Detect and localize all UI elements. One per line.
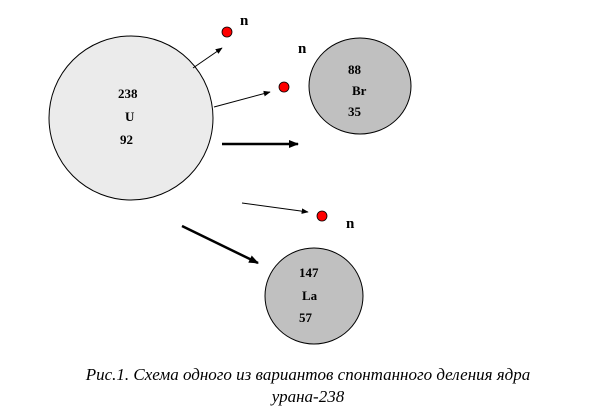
neutron-2: n: [278, 41, 307, 93]
neutron-3-dot: [316, 210, 328, 222]
lanthanum-nucleus: 147 La 57: [264, 247, 364, 345]
neutron-1-dot: [221, 26, 233, 38]
neutron-1-label: n: [240, 13, 249, 29]
neutron-2-dot: [278, 81, 290, 93]
lanthanum-nucleus-circle: [264, 247, 364, 345]
arrow-to-neutron-2: [213, 90, 271, 108]
arrow-to-neutron-3: [241, 202, 309, 214]
uranium-atomic-number: 92: [120, 132, 133, 147]
arrow-to-neutron-1: [192, 47, 223, 69]
lanthanum-symbol: La: [302, 288, 318, 303]
uranium-nucleus-circle: [48, 35, 214, 201]
uranium-symbol: U: [125, 109, 135, 124]
neutron-3-label: n: [346, 216, 355, 232]
bromine-nucleus-circle: [308, 37, 412, 135]
bromine-symbol: Br: [352, 83, 367, 98]
figure-caption-line-1: Рис.1. Схема одного из вариантов спонтан…: [85, 365, 531, 384]
neutron-1: n: [221, 13, 249, 38]
figure-caption-line-2: урана-238: [271, 387, 345, 406]
lanthanum-atomic-number: 57: [299, 310, 313, 325]
arrow-to-lanthanum: [181, 224, 259, 265]
neutron-2-label: n: [298, 41, 307, 57]
bromine-mass-number: 88: [348, 62, 362, 77]
uranium-mass-number: 238: [118, 86, 138, 101]
uranium-nucleus: 238 U 92: [48, 35, 214, 201]
lanthanum-mass-number: 147: [299, 265, 319, 280]
bromine-atomic-number: 35: [348, 104, 362, 119]
neutron-3: n: [316, 210, 355, 232]
bromine-nucleus: 88 Br 35: [308, 37, 412, 135]
